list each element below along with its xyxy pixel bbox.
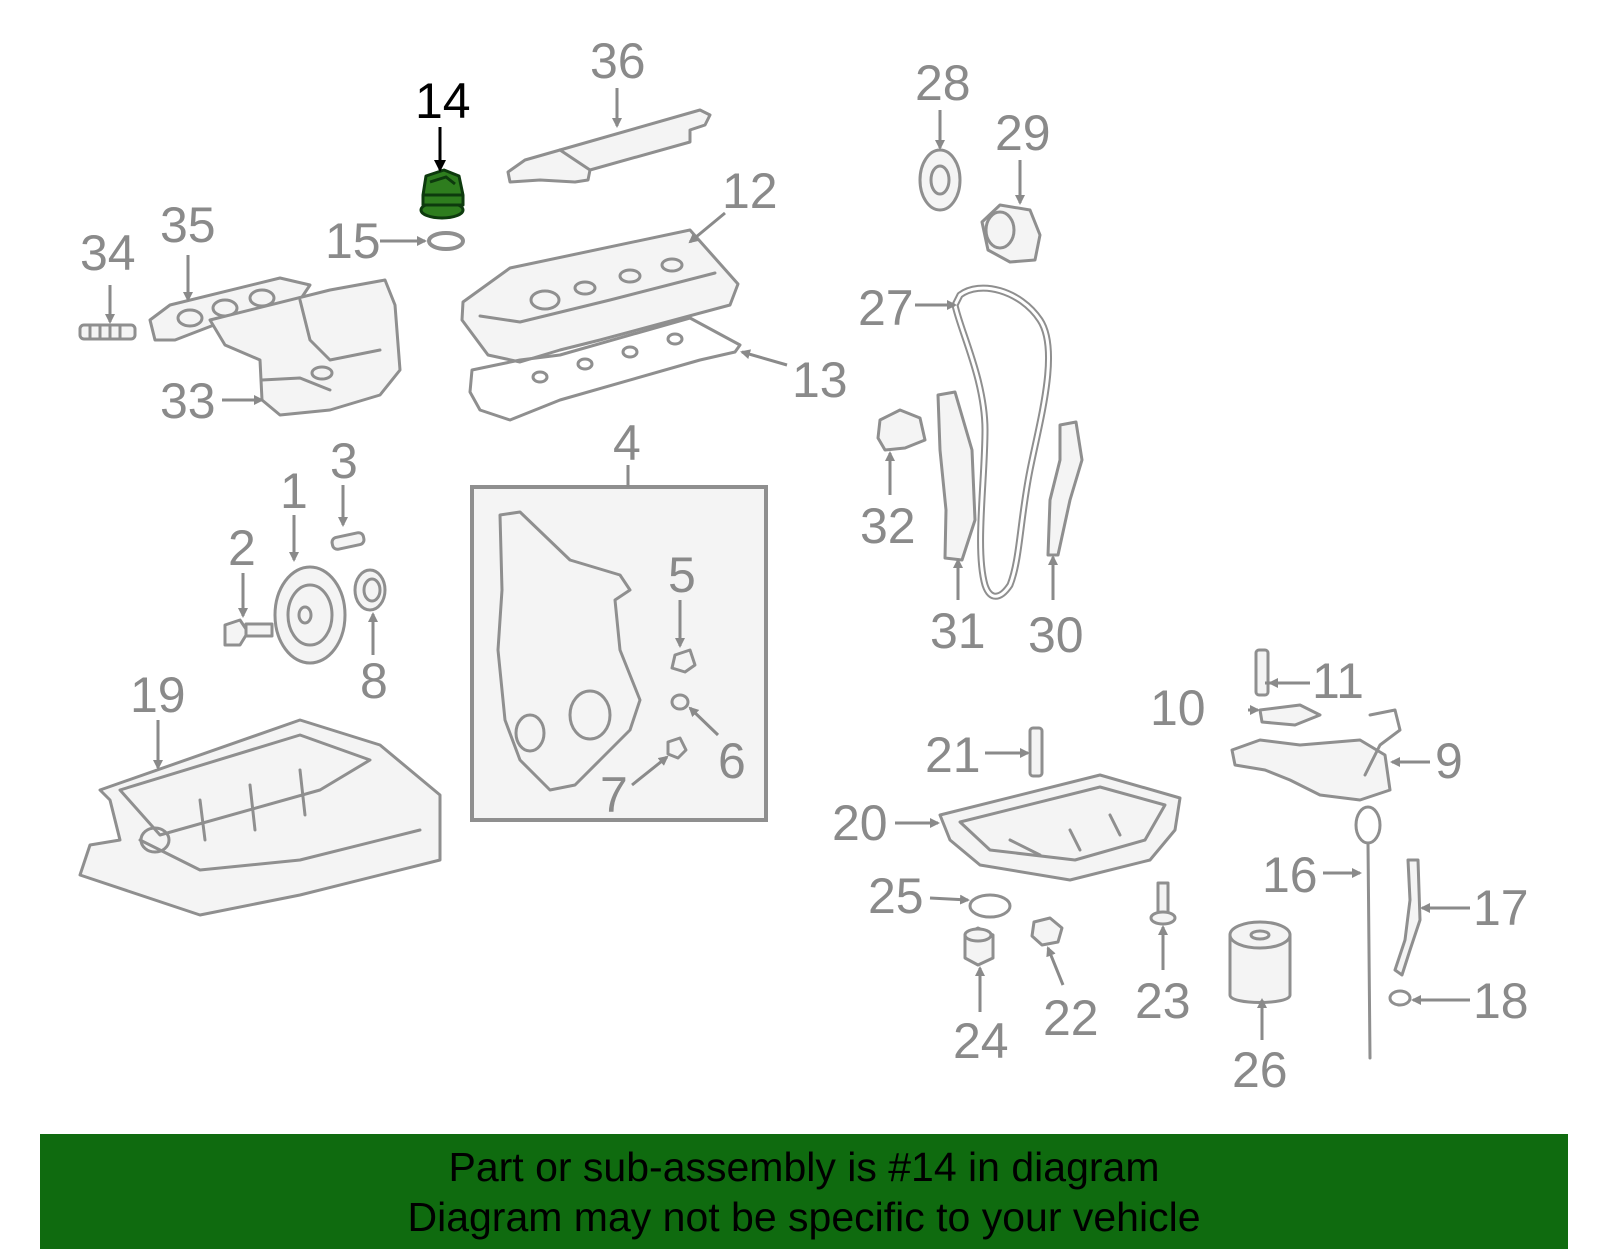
part-14-oil-filler-cap[interactable] <box>419 168 465 220</box>
part-7-plug <box>666 736 688 760</box>
callout-31: 31 <box>930 603 986 659</box>
callout-5: 5 <box>668 547 696 603</box>
part-3-pin <box>330 531 366 551</box>
callout-18: 18 <box>1473 973 1529 1029</box>
callout-24: 24 <box>953 1013 1009 1069</box>
part-17-dipstick-guide <box>1393 858 1422 977</box>
callout-28: 28 <box>915 55 971 111</box>
info-banner: Part or sub-assembly is #14 in diagram D… <box>40 1134 1568 1249</box>
callout-22: 22 <box>1043 990 1099 1046</box>
callout-21: 21 <box>925 727 981 783</box>
callout-2: 2 <box>228 520 256 576</box>
part-18-o-ring <box>1388 989 1412 1007</box>
callout-33: 33 <box>160 373 216 429</box>
callout-23: 23 <box>1135 973 1191 1029</box>
part-29-cam-gear <box>980 203 1042 264</box>
part-30-chain-guide <box>1046 420 1084 557</box>
part-9-oil-strainer <box>1230 708 1402 802</box>
part-19-oil-pan-upper <box>78 718 442 917</box>
parts-diagram: 14 36 15 12 13 34 35 33 28 29 27 32 31 3… <box>78 33 1529 1098</box>
callout-16: 16 <box>1262 847 1318 903</box>
part-12-valve-cover <box>460 228 740 364</box>
banner-line-1: Part or sub-assembly is #14 in diagram <box>448 1143 1160 1190</box>
part-36-cover-strip <box>506 108 712 184</box>
part-31-chain-guide <box>936 390 977 562</box>
callout-36: 36 <box>590 33 646 89</box>
part-5-seal <box>670 648 697 674</box>
part-6-o-ring <box>670 693 690 711</box>
part-21-stud <box>1028 726 1044 778</box>
banner-line-2: Diagram may not be specific to your vehi… <box>407 1193 1201 1240</box>
callout-29: 29 <box>995 105 1051 161</box>
part-34-stud <box>78 323 137 341</box>
callout-1: 1 <box>280 463 308 519</box>
callout-19: 19 <box>130 667 186 723</box>
callout-25: 25 <box>868 868 924 924</box>
callout-17: 17 <box>1473 880 1529 936</box>
part-16-dipstick <box>1354 805 1382 1060</box>
part-10-gasket <box>1258 703 1322 727</box>
callout-6: 6 <box>718 733 746 789</box>
part-32-tensioner <box>876 408 927 452</box>
callout-3: 3 <box>330 433 358 489</box>
leader-arrows <box>105 88 1470 1040</box>
callout-8: 8 <box>360 653 388 709</box>
callout-7: 7 <box>600 767 628 823</box>
part-4-timing-cover <box>496 510 642 792</box>
part-25-drain-gasket <box>968 893 1012 919</box>
part-13-gasket <box>468 316 742 422</box>
callout-14[interactable]: 14 <box>415 73 471 129</box>
callout-20: 20 <box>832 795 888 851</box>
part-26-oil-filter <box>1228 920 1292 1004</box>
callout-10: 10 <box>1150 680 1206 736</box>
callout-26: 26 <box>1232 1042 1288 1098</box>
part-2-bolt <box>223 618 274 647</box>
callout-30: 30 <box>1028 607 1084 663</box>
callout-34: 34 <box>80 225 136 281</box>
part-23-bolt <box>1149 881 1177 926</box>
callout-12: 12 <box>722 163 778 219</box>
callout-11: 11 <box>1312 653 1364 709</box>
part-13-gasket-holes <box>531 332 684 384</box>
part-20-oil-pan-lower <box>938 773 1182 882</box>
part-28-sprocket <box>918 148 962 212</box>
callout-27: 27 <box>858 280 914 336</box>
callout-labels: 14 36 15 12 13 34 35 33 28 29 27 32 31 3… <box>80 33 1529 1098</box>
callout-13: 13 <box>792 352 848 408</box>
part-22-nut <box>1030 916 1064 947</box>
callout-4: 4 <box>613 415 641 471</box>
part-1-crank-pulley <box>273 565 347 665</box>
part-11-stud <box>1254 648 1270 697</box>
part-15-o-ring <box>427 231 465 251</box>
part-24-drain-plug <box>963 926 995 967</box>
part-33-intake-manifold <box>208 278 402 417</box>
callout-9: 9 <box>1435 733 1463 789</box>
part-8-oil-seal <box>353 568 387 612</box>
callout-15: 15 <box>325 213 381 269</box>
callout-32: 32 <box>860 498 916 554</box>
callout-35: 35 <box>160 197 216 253</box>
